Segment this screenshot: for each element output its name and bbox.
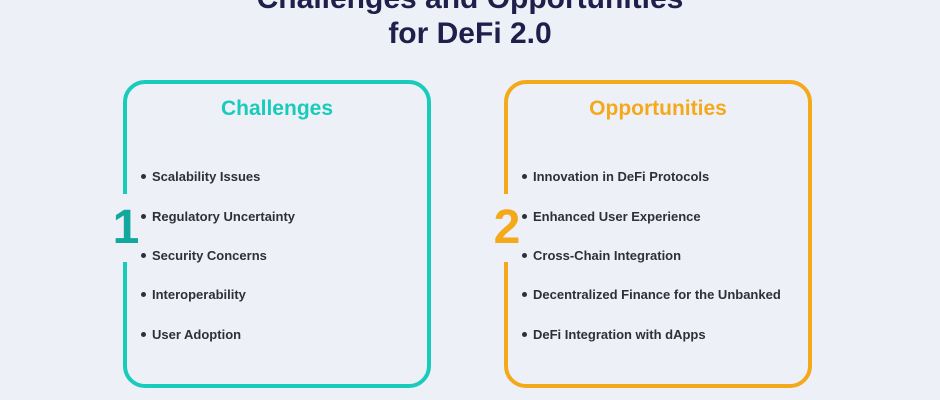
opportunities-number: 2 [488, 194, 526, 262]
challenges-list: Scalability Issues Regulatory Uncertaint… [141, 157, 295, 354]
challenge-item-label: User Adoption [152, 326, 242, 342]
bullet-icon [141, 292, 146, 298]
bullet-icon [522, 213, 527, 219]
challenge-item-label: Scalability Issues [152, 169, 261, 185]
challenge-item: Interoperability [141, 275, 295, 314]
opportunity-item: Cross-Chain Integration [522, 236, 781, 275]
challenge-item: Security Concerns [141, 236, 295, 275]
bullet-icon [522, 252, 527, 258]
opportunity-item: Decentralized Finance for the Unbanked [522, 275, 781, 314]
opportunities-card: Opportunities 2 Innovation in DeFi Proto… [488, 80, 812, 388]
bullet-icon [141, 213, 146, 219]
bullet-icon [522, 331, 527, 337]
bullet-icon [522, 174, 527, 180]
bullet-icon [141, 331, 146, 337]
opportunity-item: DeFi Integration with dApps [522, 315, 781, 354]
opportunity-item-label: Cross-Chain Integration [533, 247, 682, 263]
opportunity-item: Enhanced User Experience [522, 196, 781, 235]
challenges-number: 1 [107, 194, 145, 262]
opportunities-heading: Opportunities [589, 97, 727, 120]
challenge-item-label: Security Concerns [152, 247, 267, 263]
bullet-icon [141, 174, 146, 180]
challenges-card: Challenges 1 Scalability Issues Regulato… [107, 80, 431, 388]
challenges-heading: Challenges [220, 97, 334, 120]
opportunity-item-label: Enhanced User Experience [533, 208, 701, 224]
opportunity-item: Innovation in DeFi Protocols [522, 157, 781, 196]
opportunities-list: Innovation in DeFi Protocols Enhanced Us… [522, 157, 781, 354]
bullet-icon [141, 252, 146, 258]
page-title-line-2: for DeFi 2.0 [388, 17, 552, 50]
opportunity-item-label: Innovation in DeFi Protocols [533, 169, 710, 185]
challenge-item-label: Interoperability [152, 287, 246, 303]
bullet-icon [522, 292, 527, 298]
challenge-item: Scalability Issues [141, 157, 295, 196]
page-title-line-1: Challenges and Opportunities [0, 0, 940, 17]
challenge-item: Regulatory Uncertainty [141, 196, 295, 235]
opportunity-item-label: DeFi Integration with dApps [533, 326, 706, 342]
challenge-item: User Adoption [141, 315, 295, 354]
challenge-item-label: Regulatory Uncertainty [152, 208, 296, 224]
opportunity-item-label: Decentralized Finance for the Unbanked [533, 287, 781, 303]
